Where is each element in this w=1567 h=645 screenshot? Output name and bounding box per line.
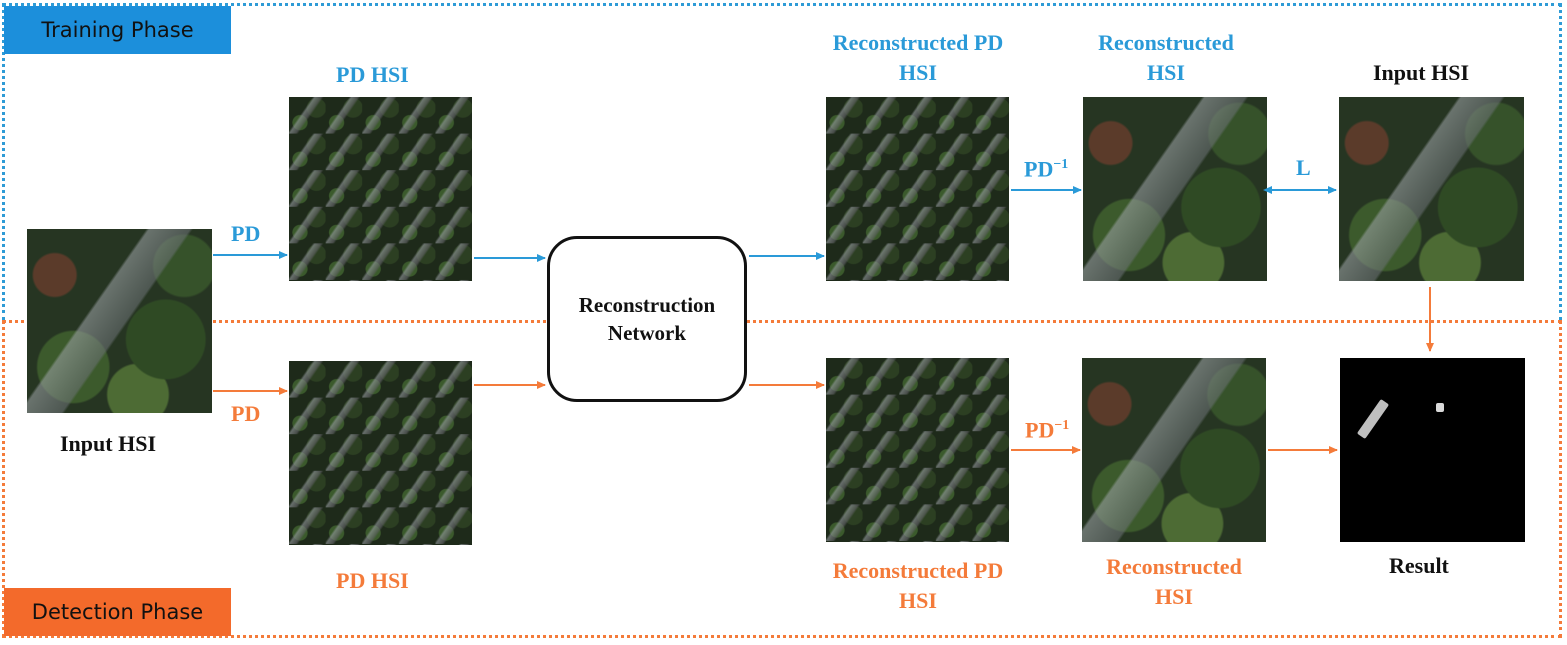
result-label: Result [1389,553,1449,578]
reconstructed-hsi-label-top-line2: HSI [1147,60,1185,85]
training-phase-frame [2,3,1562,321]
reconstructed-pd-hsi-label-top: Reconstructed PD HSI [818,28,1018,88]
reconstructed-pd-hsi-image-top [826,97,1009,281]
pd-hsi-image-top [289,97,472,281]
reconstructed-hsi-label-top-line1: Reconstructed [1098,30,1234,55]
pd-inverse-bottom-superscript: −1 [1054,418,1070,433]
pd-inverse-label-bottom: PD−1 [1025,411,1069,445]
pd-inverse-top-text: PD [1024,156,1054,182]
reconstructed-pd-hsi-image-bottom [826,358,1009,542]
detected-target-small [1436,403,1444,412]
training-phase-tag: Training Phase [4,6,231,54]
detection-phase-frame [2,320,1562,638]
reconstructed-pd-hsi-label-bottom: Reconstructed PD HSI [818,556,1018,616]
network-label-line2: Network [607,321,687,345]
detection-phase-tag: Detection Phase [4,588,231,636]
input-hsi-label-left: Input HSI [60,431,157,456]
input-hsi-label-right: Input HSI [1373,60,1470,85]
reconstructed-pd-hsi-label-bottom-line1: Reconstructed PD [832,558,1004,583]
pd-hsi-image-bottom [289,361,472,545]
reconstructed-pd-hsi-label-top-line2: HSI [899,60,937,85]
reconstructed-hsi-label-top: Reconstructed HSI [1085,28,1247,88]
result-image [1340,358,1525,542]
reconstructed-hsi-image-bottom [1082,358,1266,542]
reconstructed-pd-hsi-label-top-line1: Reconstructed PD [832,30,1004,55]
pd-label-top: PD [231,221,261,246]
pd-inverse-label-top: PD−1 [1024,150,1068,184]
loss-label: L [1296,155,1311,180]
network-label-line1: Reconstruction [578,293,716,317]
pd-hsi-label-bottom: PD HSI [336,568,409,593]
pd-hsi-label-top: PD HSI [336,62,409,87]
pd-inverse-bottom-text: PD [1025,417,1055,443]
input-hsi-image-right [1339,97,1524,281]
reconstructed-hsi-label-bottom: Reconstructed HSI [1093,552,1255,612]
reconstructed-hsi-label-bottom-line1: Reconstructed [1106,554,1242,579]
pd-label-bottom: PD [231,401,261,426]
input-hsi-image-left [27,229,212,413]
pd-inverse-top-superscript: −1 [1053,157,1069,172]
reconstructed-hsi-label-bottom-line2: HSI [1155,584,1193,609]
reconstructed-pd-hsi-label-bottom-line2: HSI [899,588,937,613]
reconstruction-network-box: Reconstruction Network [547,236,747,402]
reconstructed-hsi-image-top [1083,97,1267,281]
